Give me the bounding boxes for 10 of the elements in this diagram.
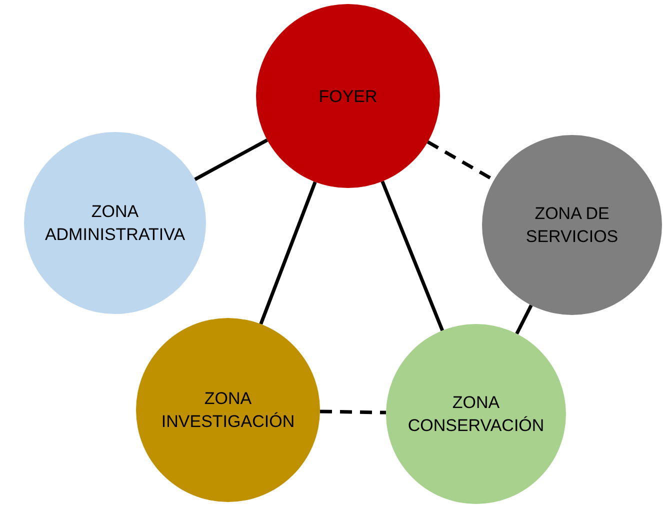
connector-line [515, 304, 533, 335]
connector-line [380, 180, 444, 332]
zone-label: ZONA ADMINISTRATIVA [44, 201, 186, 246]
zone-label: ZONA DE SERVICIOS [524, 203, 620, 248]
zone-label: ZONA CONSERVACIÓN [406, 392, 546, 437]
connector-line [320, 410, 386, 414]
connector-line [259, 181, 317, 325]
connector-line [194, 138, 268, 181]
zone-label: ZONA INVESTIGACIÓN [160, 388, 296, 433]
zone-label: FOYER [318, 86, 378, 108]
